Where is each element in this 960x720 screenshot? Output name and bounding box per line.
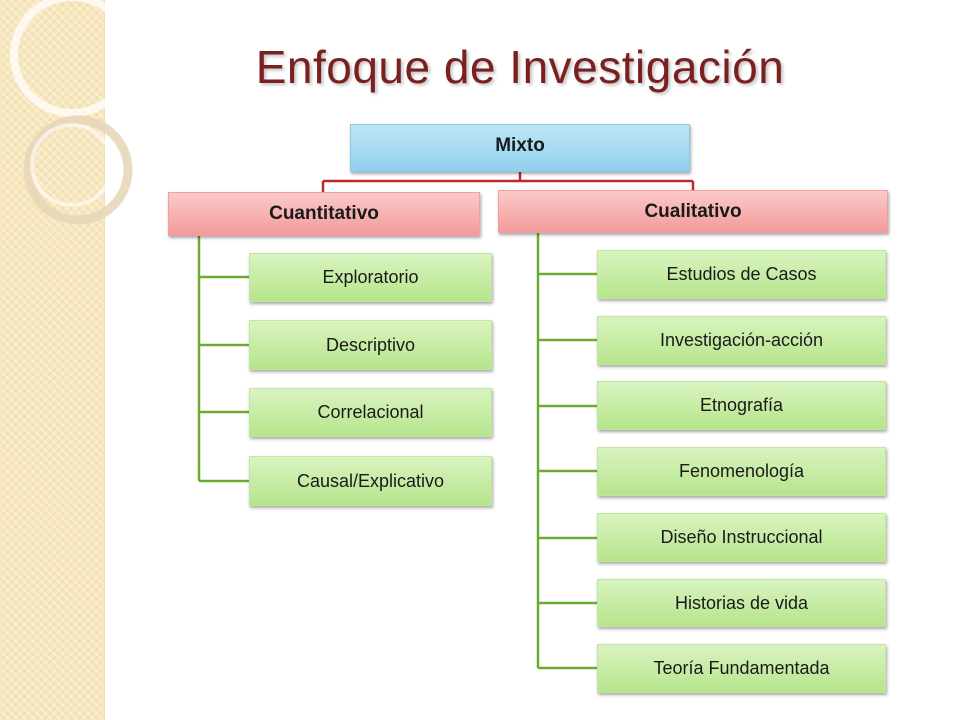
node-leaf-estudios-de-casos: Estudios de Casos — [597, 250, 886, 299]
node-root-mixto: Mixto — [350, 124, 690, 172]
node-leaf-exploratorio: Exploratorio — [249, 253, 492, 302]
node-branch-cuantitativo: Cuantitativo — [168, 192, 480, 236]
node-leaf-fenomenologia: Fenomenología — [597, 447, 886, 496]
decorative-circles — [10, 0, 134, 225]
node-leaf-causal-explicativo: Causal/Explicativo — [249, 456, 492, 506]
node-leaf-investigacion-accion: Investigación-acción — [597, 316, 886, 365]
node-branch-cualitativo: Cualitativo — [498, 190, 888, 233]
page-title: Enfoque de Investigación — [255, 41, 785, 93]
node-leaf-etnografia: Etnografía — [597, 381, 886, 430]
node-leaf-historias-de-vida: Historias de vida — [597, 579, 886, 627]
node-leaf-correlacional: Correlacional — [249, 388, 492, 437]
node-leaf-descriptivo: Descriptivo — [249, 320, 492, 370]
node-leaf-diseno-instruccional: Diseño Instruccional — [597, 513, 886, 562]
node-leaf-teoria-fundamentada: Teoría Fundamentada — [597, 644, 886, 693]
